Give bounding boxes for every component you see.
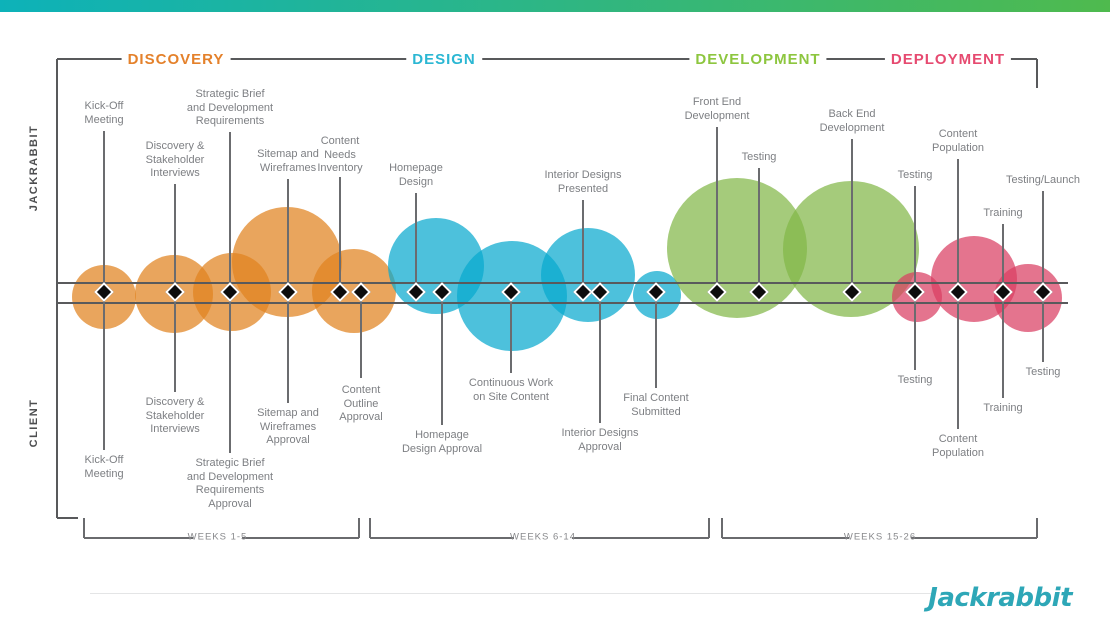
event-label-below: Continuous Work on Site Content	[468, 377, 554, 403]
phase-header-line	[478, 58, 698, 60]
event-label-above: Homepage Design	[389, 162, 443, 188]
connector-line-below	[1042, 292, 1044, 362]
week-range-label: WEEKS 1-5	[187, 531, 248, 543]
week-range-label: WEEKS 15-26	[843, 531, 917, 543]
connector-line-below	[229, 292, 231, 453]
frame-right-line	[1036, 59, 1038, 88]
event-label-below: Testing	[1025, 366, 1061, 378]
event-label-below: Training	[983, 402, 1023, 414]
event-label-below: Discovery & Stakeholder Interviews	[145, 396, 205, 435]
connector-line-above	[716, 127, 718, 292]
event-label-above: Content Needs Inventory	[317, 135, 363, 174]
week-bracket-tick	[83, 518, 85, 538]
event-label-below: Sitemap and Wireframes Approval	[257, 407, 319, 446]
event-label-above: Testing	[897, 169, 933, 181]
connector-line-above	[415, 193, 417, 292]
event-label-above: Sitemap and Wireframes	[257, 148, 319, 174]
week-bracket-tick	[708, 518, 710, 538]
connector-line-below	[957, 292, 959, 429]
event-label-below: Homepage Design Approval	[401, 429, 483, 455]
connector-line-above	[758, 168, 760, 292]
phase-header-line	[57, 58, 126, 60]
event-label-below: Interior Designs Approval	[561, 427, 639, 453]
week-bracket-tick	[1036, 518, 1038, 538]
connector-line-above	[914, 186, 916, 292]
week-bracket-tick	[721, 518, 723, 538]
event-label-below: Content Outline Approval	[339, 384, 383, 423]
week-bracket-line	[911, 537, 1037, 539]
week-bracket-line	[84, 537, 193, 539]
event-label-above: Strategic Brief and Development Requirem…	[186, 88, 274, 127]
phase-title-development: DEVELOPMENT	[689, 51, 827, 68]
timeline-upper-line	[57, 282, 1068, 284]
connector-line-below	[103, 292, 105, 450]
event-label-below: Content Population	[932, 433, 984, 459]
connector-line-above	[957, 159, 959, 292]
week-bracket-line	[722, 537, 849, 539]
phase-bubble-design	[541, 228, 635, 322]
connector-line-below	[360, 292, 362, 378]
phase-header-line	[1005, 58, 1037, 60]
connector-line-above	[229, 132, 231, 292]
event-label-above: Kick-Off Meeting	[84, 100, 124, 126]
event-label-above: Discovery & Stakeholder Interviews	[145, 140, 205, 179]
event-label-below: Strategic Brief and Development Requirem…	[186, 457, 274, 510]
connector-line-below	[174, 292, 176, 392]
week-range-label: WEEKS 6-14	[510, 531, 576, 543]
phase-title-design: DESIGN	[406, 51, 482, 68]
event-label-above: Testing/Launch	[1006, 174, 1080, 186]
top-gradient-bar	[0, 0, 1110, 12]
connector-line-below	[914, 292, 916, 370]
event-label-below: Kick-Off Meeting	[84, 454, 124, 480]
phase-title-discovery: DISCOVERY	[121, 51, 231, 68]
week-bracket-line	[572, 537, 709, 539]
phase-header-line	[225, 58, 413, 60]
timeline-lower-line	[57, 302, 1068, 304]
connector-line-below	[599, 292, 601, 423]
event-label-below: Testing	[897, 374, 933, 386]
connector-line-above	[103, 131, 105, 292]
event-label-above: Interior Designs Presented	[544, 169, 622, 195]
row-label-jackrabbit: JACKRABBIT	[28, 124, 40, 212]
connector-line-above	[582, 200, 584, 292]
week-bracket-line	[242, 537, 359, 539]
connector-line-above	[1002, 224, 1004, 292]
connector-line-below	[287, 292, 289, 403]
event-label-above: Back End Development	[819, 108, 885, 134]
frame-left-foot	[57, 517, 78, 519]
connector-line-below	[1002, 292, 1004, 398]
event-label-above: Training	[983, 207, 1023, 219]
connector-line-above	[287, 179, 289, 292]
connector-line-above	[339, 177, 341, 292]
event-label-below: Final Content Submitted	[623, 392, 689, 418]
connector-line-above	[1042, 191, 1044, 292]
frame-left-line	[56, 59, 58, 518]
connector-line-above	[851, 139, 853, 292]
event-label-above: Content Population	[932, 128, 984, 154]
connector-line-below	[510, 292, 512, 373]
connector-line-above	[174, 184, 176, 292]
event-label-above: Front End Development	[684, 96, 750, 122]
connector-line-below	[441, 292, 443, 425]
week-bracket-tick	[369, 518, 371, 538]
week-bracket-tick	[358, 518, 360, 538]
jackrabbit-logo: Jackrabbit	[928, 583, 1072, 613]
week-bracket-line	[370, 537, 514, 539]
row-label-client: CLIENT	[28, 398, 40, 448]
phase-title-deployment: DEPLOYMENT	[884, 51, 1012, 68]
event-label-above: Testing	[741, 151, 777, 163]
footer-divider	[90, 593, 932, 594]
connector-line-below	[655, 292, 657, 388]
phase-header-line	[818, 58, 891, 60]
